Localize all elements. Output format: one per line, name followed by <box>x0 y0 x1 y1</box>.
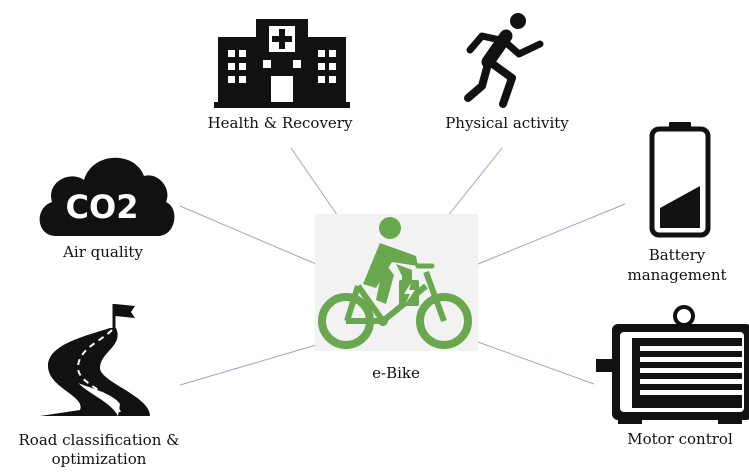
connector-activity <box>442 147 503 223</box>
label-air: Air quality <box>63 243 143 261</box>
ebike-icon <box>318 217 472 349</box>
battery-icon <box>649 122 711 238</box>
connectors <box>179 147 626 386</box>
electric-motor-icon <box>596 305 749 424</box>
connector-battery <box>477 203 626 265</box>
road-flag-icon <box>40 304 150 416</box>
connector-road <box>179 344 317 386</box>
label-road-line1: Road classification & <box>18 431 180 449</box>
label-road-line2: optimization <box>51 450 147 468</box>
label-battery-line2: management <box>627 266 727 284</box>
hospital-icon <box>214 19 350 108</box>
label-ebike: e-Bike <box>372 364 420 382</box>
co2-cloud-icon: CO2 <box>39 157 175 236</box>
co2-text: CO2 <box>66 188 139 226</box>
running-person-icon <box>464 13 544 108</box>
connector-air <box>179 205 317 265</box>
label-battery-line1: Battery <box>648 246 706 264</box>
connector-motor <box>477 341 595 385</box>
label-activity: Physical activity <box>445 114 569 132</box>
label-health: Health & Recovery <box>207 114 353 132</box>
connector-health <box>290 147 343 223</box>
label-motor: Motor control <box>627 430 733 448</box>
